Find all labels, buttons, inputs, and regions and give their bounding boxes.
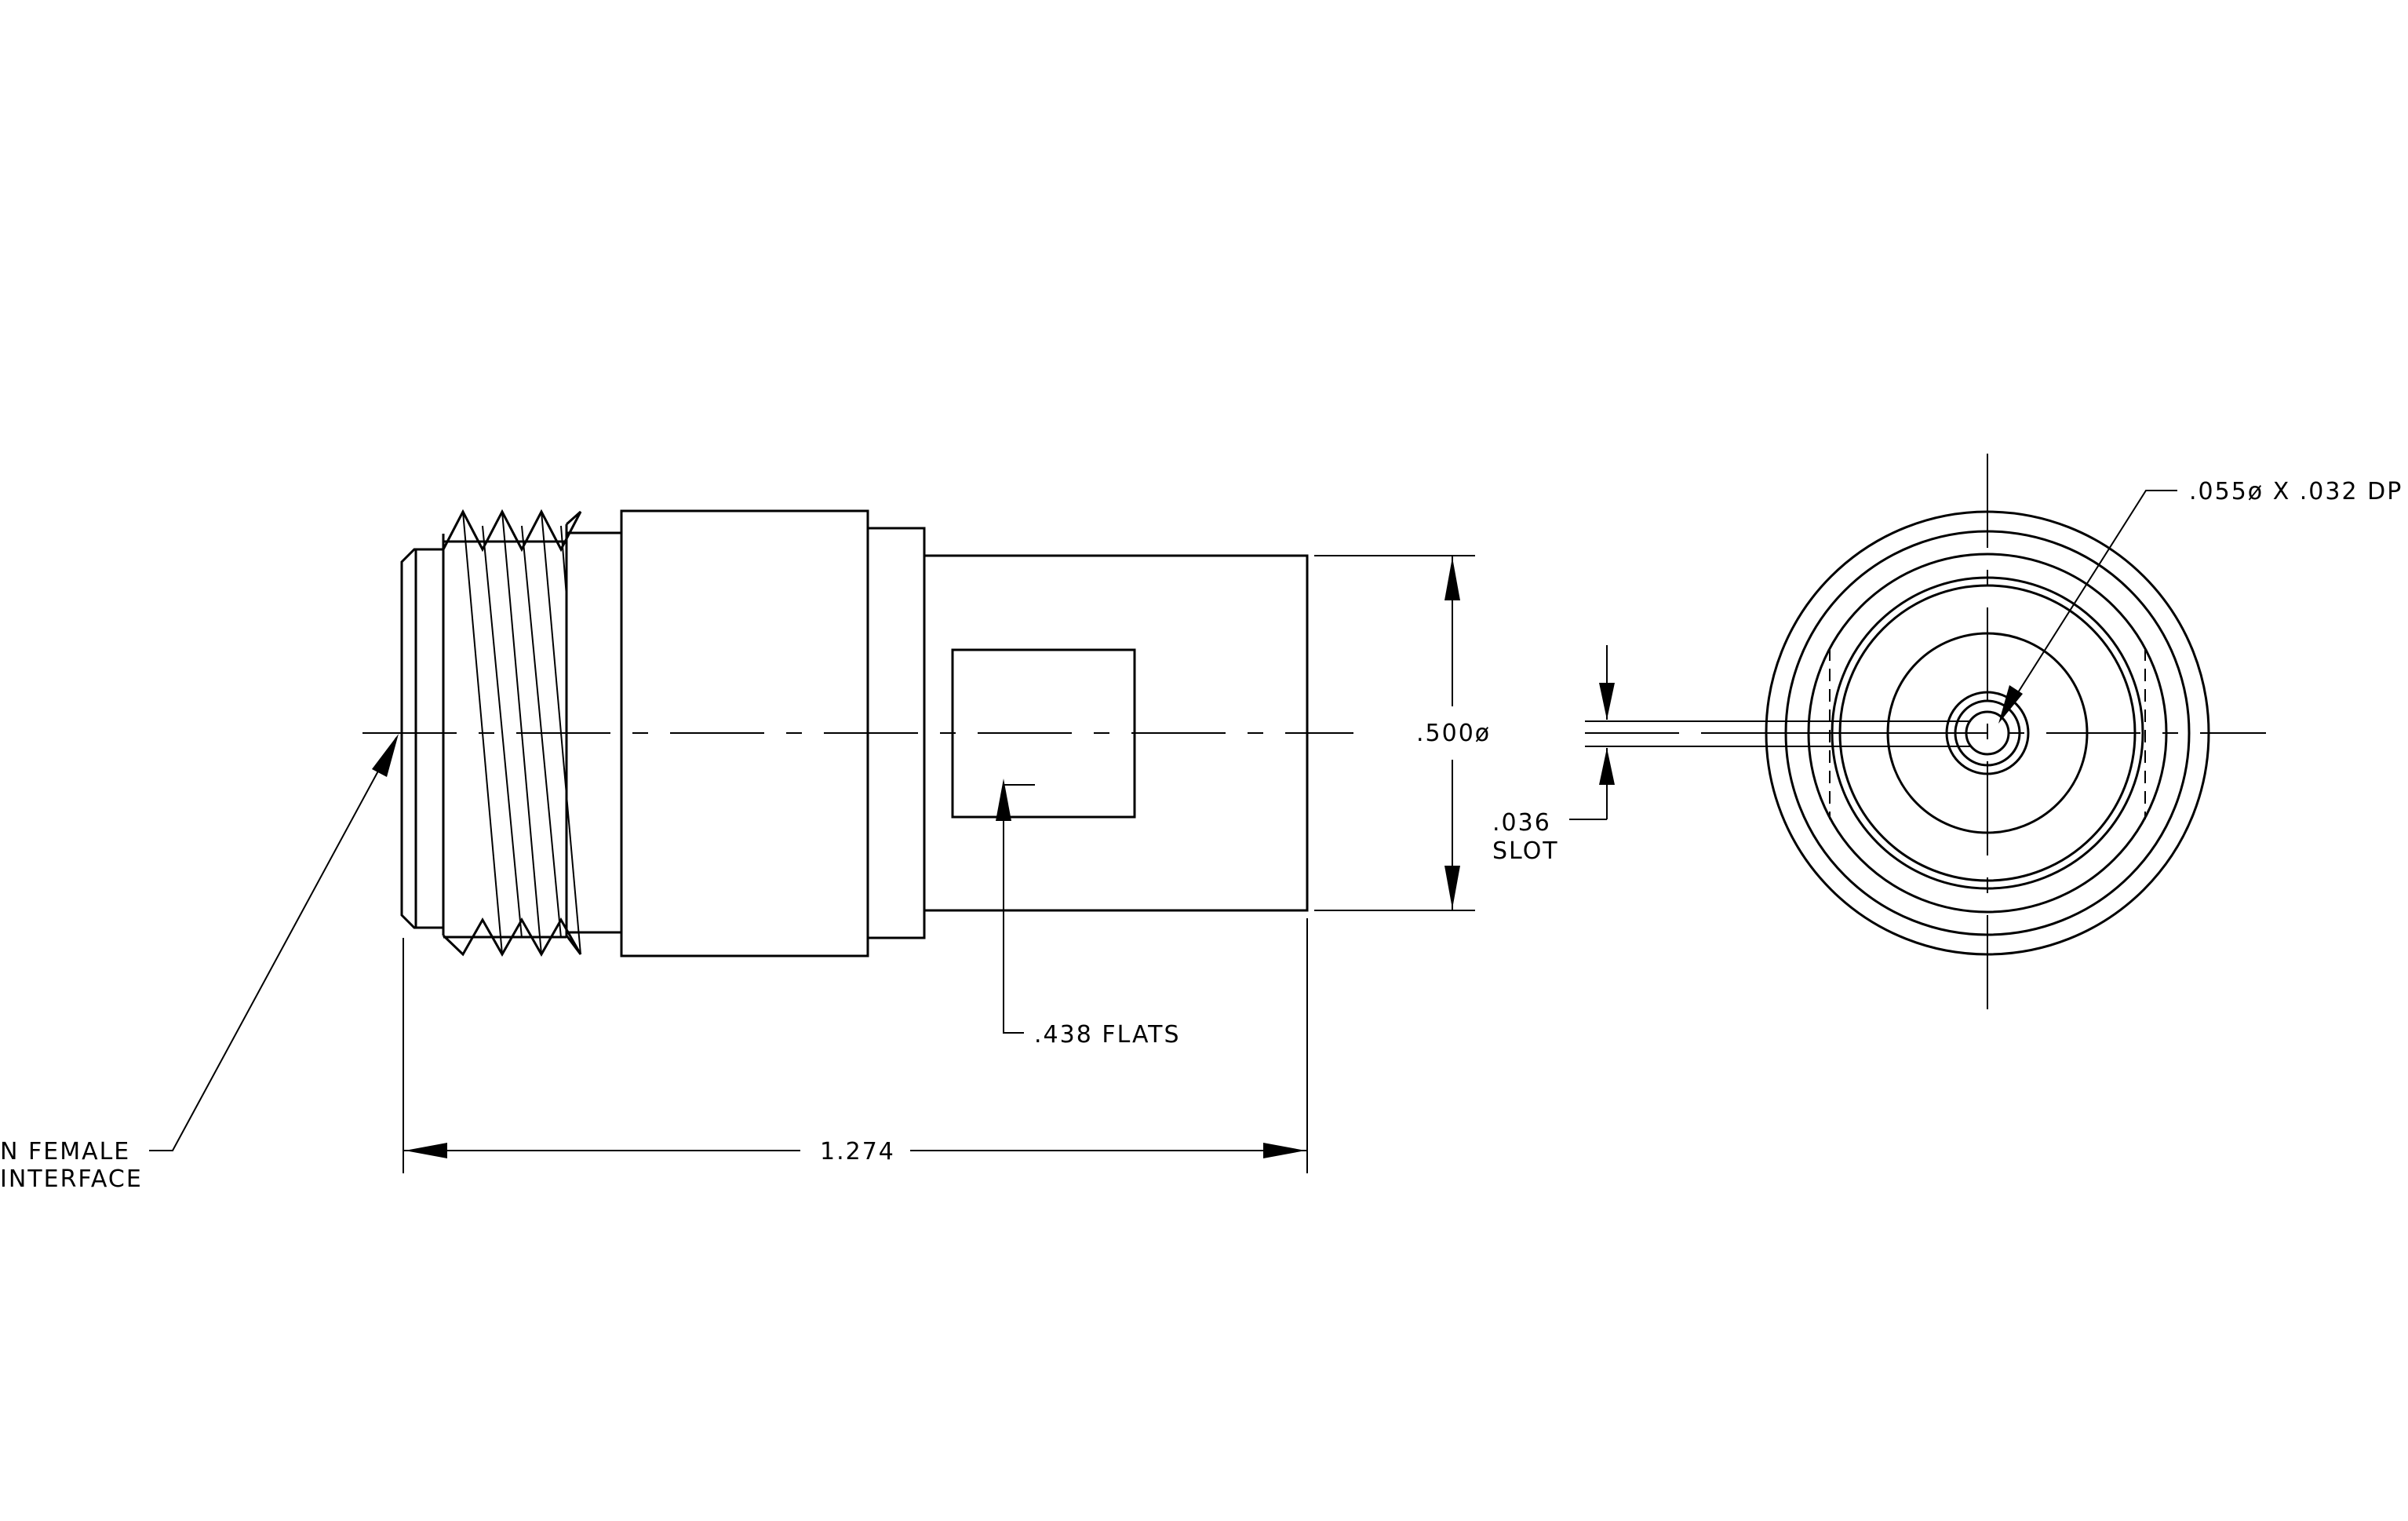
end-view: .036 SLOT .055ø X .032 DP <box>1492 454 2403 1014</box>
drill-label: .055ø X .032 DP <box>2189 478 2403 505</box>
pin-outer <box>1945 691 2030 775</box>
flats-label: .438 FLATS <box>1034 1021 1181 1049</box>
flats-leader: .438 FLATS <box>996 779 1181 1049</box>
slot-label: SLOT <box>1492 837 1559 865</box>
diameter-dimension: .500ø <box>1314 555 1491 911</box>
pin-middle <box>1954 699 2021 767</box>
front-nose <box>400 548 443 929</box>
interface-label-line1: N FEMALE <box>0 1138 130 1165</box>
pin-hole <box>1965 710 2010 756</box>
interface-leader: N FEMALE INTERFACE <box>0 734 399 1193</box>
rear-body <box>923 554 1309 912</box>
length-label: 1.274 <box>820 1138 895 1165</box>
diameter-label: .500ø <box>1416 720 1491 747</box>
side-view: .500ø 1.274 .438 FLATS N FEMALE INTERFAC… <box>0 509 1491 1193</box>
length-dimension: 1.274 <box>403 918 1308 1173</box>
slot-value-label: .036 <box>1492 809 1551 837</box>
drill-leader: .055ø X .032 DP <box>1998 478 2403 724</box>
wrench-flat <box>951 648 1136 819</box>
interface-label-line2: INTERFACE <box>0 1165 143 1193</box>
slot-dimension: .036 SLOT <box>1492 645 1615 865</box>
